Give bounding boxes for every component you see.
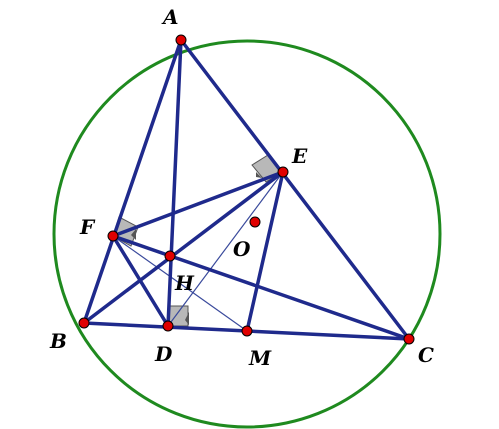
points	[78, 34, 415, 345]
point-h	[164, 250, 176, 262]
right-angle-arrows	[131, 172, 262, 325]
point-m	[241, 325, 253, 337]
main-lines	[82, 38, 411, 341]
segment-f-d	[111, 234, 170, 328]
label-h: H	[174, 271, 195, 295]
segment-e-m	[245, 170, 285, 333]
label-o: O	[233, 237, 251, 261]
altitude-a-d	[166, 38, 183, 328]
line-e-d	[167, 171, 284, 327]
thin-lines	[112, 171, 410, 340]
segment-c-f	[111, 234, 411, 341]
label-e: E	[291, 144, 308, 168]
side-a-b	[82, 38, 183, 325]
label-b: B	[49, 329, 67, 353]
circumcircle	[52, 39, 442, 429]
line-f-m	[112, 235, 248, 332]
segment-b-e	[82, 170, 285, 325]
arrow-e	[256, 172, 262, 178]
point-f	[107, 230, 119, 242]
point-b	[78, 317, 90, 329]
point-c	[403, 333, 415, 345]
label-a: A	[161, 5, 179, 29]
point-d	[162, 320, 174, 332]
point-e	[277, 166, 289, 178]
segment-f-e	[111, 170, 285, 238]
arrow-f	[131, 229, 136, 240]
point-o	[249, 216, 261, 228]
label-d: D	[154, 342, 173, 366]
label-m: M	[248, 346, 272, 370]
point-a	[175, 34, 187, 46]
side-a-c	[179, 38, 411, 341]
label-c: C	[418, 343, 434, 367]
label-f: F	[79, 215, 96, 239]
arrow-d	[185, 312, 189, 325]
